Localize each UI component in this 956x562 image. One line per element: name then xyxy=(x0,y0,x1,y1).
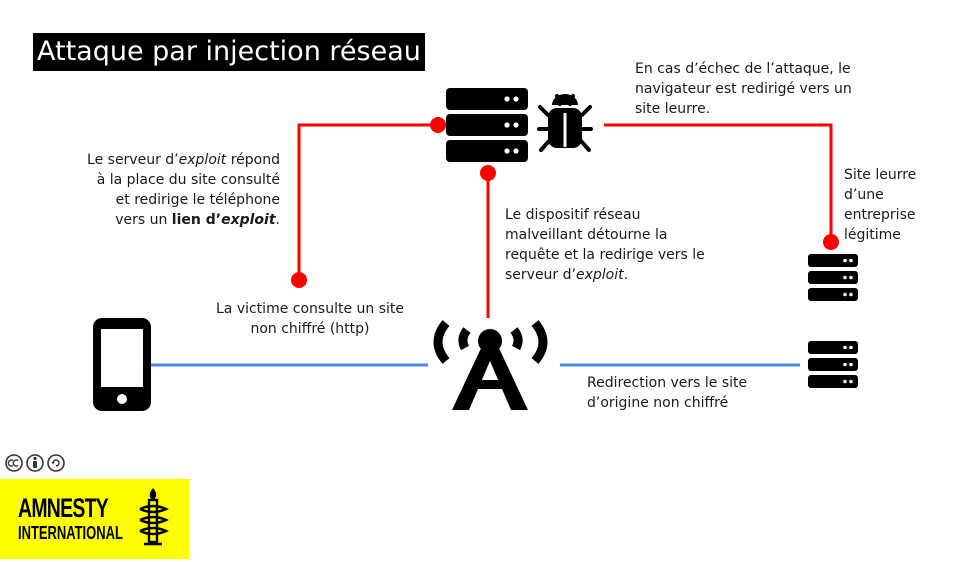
logo-line2: INTERNATIONAL xyxy=(18,523,123,543)
redirection-label: Redirection vers le site d’origine non c… xyxy=(587,375,748,411)
decoy-link-line xyxy=(604,123,833,242)
origin-server-icon xyxy=(808,341,858,388)
exploit-server-label: Le serveur d’exploit répond à la place d… xyxy=(87,152,280,228)
decoy-server-icon xyxy=(808,254,858,301)
red-dots xyxy=(291,117,839,288)
logo-line1: AMNESTY xyxy=(18,493,109,523)
exploit-link-dot xyxy=(291,272,307,288)
failed-attack-label: En cas d’échec de l’attaque, le navigate… xyxy=(635,61,852,117)
decoy-dot xyxy=(823,234,839,250)
candle-barbed-wire-icon xyxy=(139,488,169,546)
page-title: Attaque par injection réseau xyxy=(33,33,425,71)
exploit-link-line xyxy=(297,123,438,280)
network-device-label: Le dispositif réseau malveillant détourn… xyxy=(505,207,705,283)
decoy-site-label: Site leurre d’une entreprise légitime xyxy=(844,167,917,243)
server-bottom-dot xyxy=(480,165,496,181)
red-connectors xyxy=(297,123,833,318)
amnesty-logo: AMNESTY INTERNATIONAL xyxy=(0,479,189,559)
antenna-icon xyxy=(433,320,548,410)
creative-commons-icon xyxy=(5,454,65,472)
server-left-dot xyxy=(430,117,446,133)
bug-icon xyxy=(537,94,593,152)
smartphone-icon xyxy=(93,318,151,411)
server-icon xyxy=(446,88,528,162)
victim-label: La victime consulte un site non chiffré … xyxy=(215,301,404,337)
